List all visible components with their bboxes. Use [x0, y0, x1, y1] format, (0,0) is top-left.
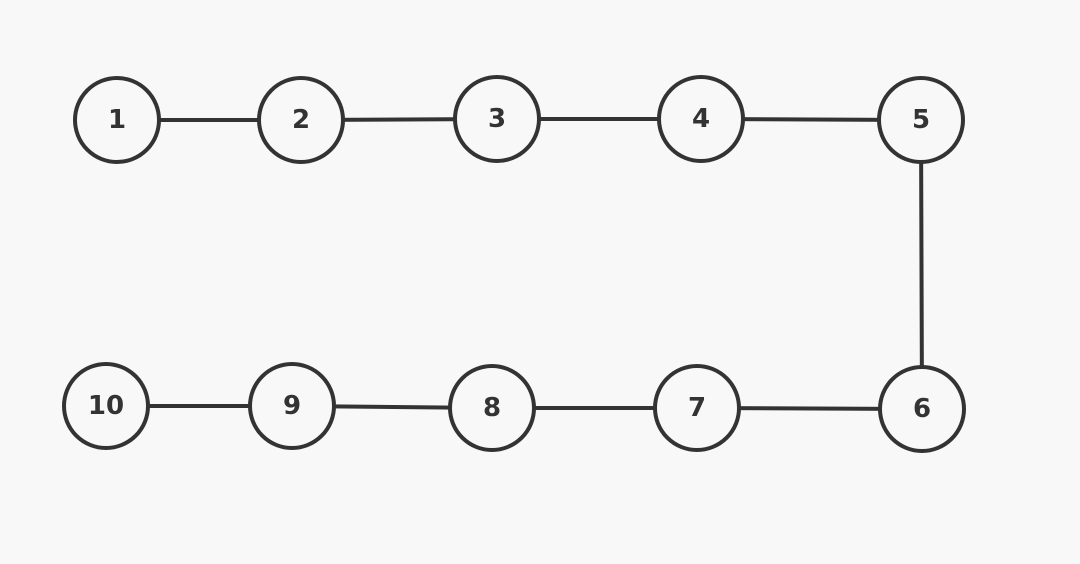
node-circle	[257, 76, 345, 164]
node-4: 4	[657, 75, 745, 163]
node-9: 9	[248, 362, 336, 450]
node-10: 10	[62, 362, 150, 450]
node-6: 6	[878, 365, 966, 453]
node-circle	[878, 365, 966, 453]
node-2: 2	[257, 76, 345, 164]
nodes-layer: 1 2 3 4 5 6 7 8 9 10	[62, 75, 966, 453]
node-circle	[448, 364, 536, 452]
node-circle	[73, 76, 161, 164]
node-8: 8	[448, 364, 536, 452]
node-label: 9	[283, 391, 301, 421]
node-circle	[657, 75, 745, 163]
node-5: 5	[877, 76, 965, 164]
edges-layer	[104, 117, 924, 411]
node-label: 1	[108, 105, 126, 135]
node-label: 10	[88, 391, 124, 421]
node-label: 3	[488, 104, 506, 134]
node-label: 7	[688, 393, 706, 423]
node-circle	[453, 75, 541, 163]
edge-5-6	[919, 118, 924, 411]
node-circle	[653, 364, 741, 452]
node-label: 5	[912, 105, 930, 135]
node-label: 4	[692, 104, 710, 134]
node-1: 1	[73, 76, 161, 164]
node-3: 3	[453, 75, 541, 163]
node-label: 8	[483, 393, 501, 423]
node-circle	[62, 362, 150, 450]
node-7: 7	[653, 364, 741, 452]
node-circle	[877, 76, 965, 164]
node-circle	[248, 362, 336, 450]
node-label: 2	[292, 105, 310, 135]
node-label: 6	[913, 394, 931, 424]
